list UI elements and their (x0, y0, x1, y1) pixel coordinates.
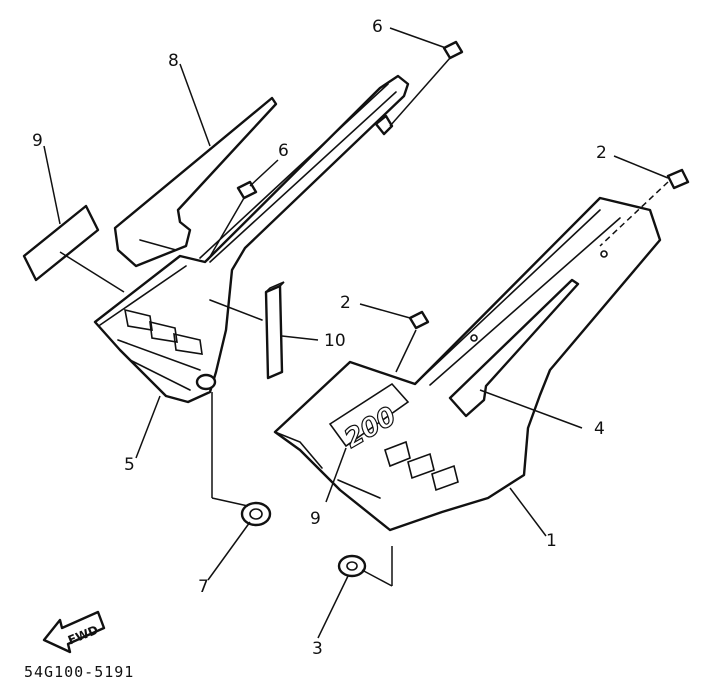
callout-3: 3 (312, 639, 323, 659)
callout-9-lower: 9 (310, 509, 321, 529)
part-5-left-side-cover (93, 74, 410, 404)
grommet-5-lower (195, 373, 217, 391)
callout-2-right: 2 (596, 143, 607, 163)
callout-1: 1 (546, 531, 557, 551)
part-9-label-left (22, 204, 100, 282)
grommet-3 (337, 554, 367, 578)
callout-5: 5 (124, 455, 135, 475)
callout-8: 8 (168, 51, 179, 71)
callout-2-mid: 2 (340, 293, 351, 313)
callout-9-left: 9 (32, 131, 43, 151)
grommet-7 (240, 501, 272, 527)
callout-7: 7 (198, 577, 209, 597)
leader-lines (43, 27, 669, 639)
part-1-right-side-cover (273, 196, 662, 532)
fastener-6-top (442, 40, 464, 60)
fastener-6-mid (236, 180, 258, 200)
callout-6-top: 6 (372, 17, 383, 37)
fwd-arrow-icon: FWD (42, 610, 106, 654)
callout-10: 10 (324, 331, 346, 351)
fastener-2-mid (408, 310, 430, 330)
fastener-2-right (666, 168, 690, 190)
part-10-strip (264, 281, 285, 380)
callout-4: 4 (594, 419, 605, 439)
diagram-code: 54G100-5191 (24, 663, 135, 681)
part-8-upper-cover (113, 96, 278, 268)
callout-6-mid: 6 (278, 141, 289, 161)
